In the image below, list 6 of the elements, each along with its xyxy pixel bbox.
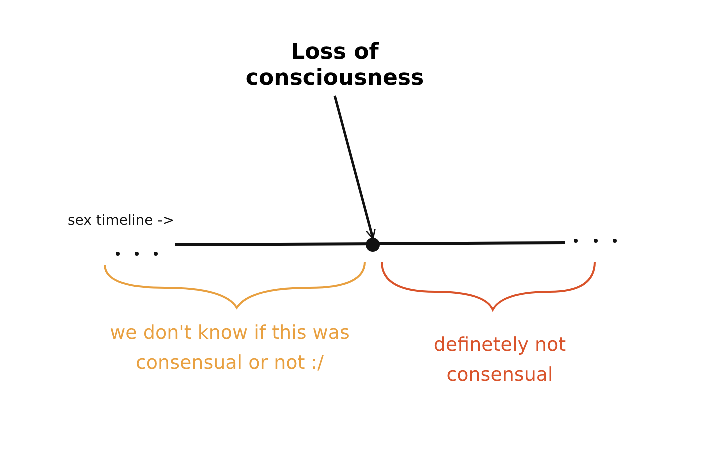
axis-label: sex timeline -> [68,212,176,231]
arrow [334,96,376,240]
heading-text: Loss of consciousness [240,40,430,92]
annotation-text: definetely not consensual [432,333,568,388]
event-dot [366,238,380,252]
annotation-text: we don't know if this was consensual or not :/ [109,321,351,376]
